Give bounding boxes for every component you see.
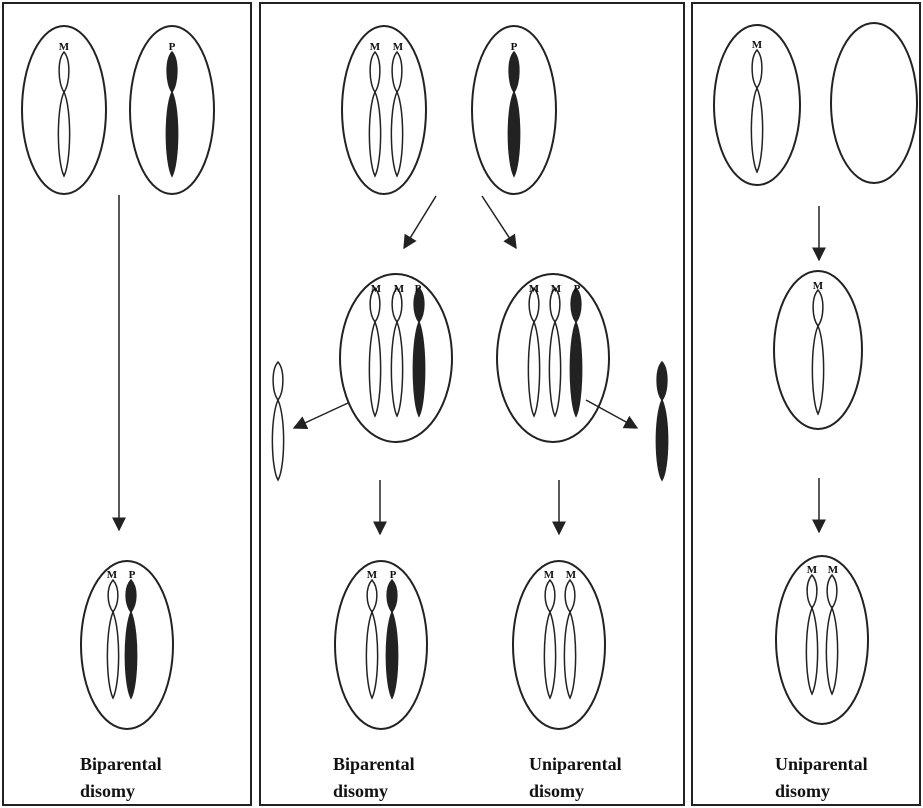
middle-top-cell-maternal: M M (342, 26, 426, 194)
caption-middle-b-line1: Uniparental (529, 754, 622, 774)
panel-right (692, 3, 920, 805)
caption-middle-b-line2: disomy (529, 781, 584, 801)
chromosome-label-maternal: M (370, 41, 381, 53)
chromosome-label-maternal: M (394, 283, 405, 295)
chromosome-label-paternal: P (169, 41, 176, 53)
caption-middle-a-line2: disomy (333, 781, 388, 801)
chromosome-label-maternal: M (828, 564, 839, 576)
result-cell-uniparental: M M (513, 561, 605, 729)
chromosome-label-paternal: P (415, 283, 422, 295)
chromosome-label-maternal: M (107, 569, 118, 581)
arrow-eject-maternal (294, 403, 348, 428)
caption-middle-a-line1: Biparental (333, 754, 415, 774)
arrow-to-trisomic-b (482, 196, 516, 248)
trisomic-cell-b: M M P (497, 274, 609, 442)
chromosome-label-paternal: P (511, 41, 518, 53)
caption-right-line1: Uniparental (775, 754, 868, 774)
right-top-cell-maternal: M (714, 25, 800, 185)
chromosome-label-maternal: M (813, 280, 824, 292)
right-result-cell: M M (776, 556, 868, 724)
chromosome-label-paternal: P (390, 569, 397, 581)
caption-left-line2: disomy (80, 781, 135, 801)
monosomic-cell: M (774, 271, 862, 429)
chromosome-label-maternal: M (529, 283, 540, 295)
chromosome-label-maternal: M (752, 39, 763, 51)
caption-left-line1: Biparental (80, 754, 162, 774)
left-result-cell: M P (81, 561, 173, 729)
left-top-cell-maternal: M (22, 26, 106, 194)
chromosome-label-maternal: M (371, 283, 382, 295)
left-top-cell-paternal: P (130, 26, 214, 194)
caption-right-line2: disomy (775, 781, 830, 801)
chromosome-label-maternal: M (807, 564, 818, 576)
ejected-paternal-chromosome (656, 362, 667, 480)
ejected-maternal-chromosome (272, 362, 283, 480)
trisomic-cell-a: M M P (340, 274, 452, 442)
chromosome-label-paternal: P (574, 283, 581, 295)
chromosome-label-maternal: M (393, 41, 404, 53)
chromosome-label-maternal: M (544, 569, 555, 581)
chromosome-label-maternal: M (566, 569, 577, 581)
chromosome-label-maternal: M (59, 41, 70, 53)
right-empty-cell (831, 23, 917, 183)
arrow-to-trisomic-a (404, 196, 436, 248)
result-cell-biparental: M P (335, 561, 427, 729)
chromosome-label-maternal: M (551, 283, 562, 295)
chromosome-label-paternal: P (129, 569, 136, 581)
chromosome-label-maternal: M (367, 569, 378, 581)
middle-top-cell-paternal: P (472, 26, 556, 194)
